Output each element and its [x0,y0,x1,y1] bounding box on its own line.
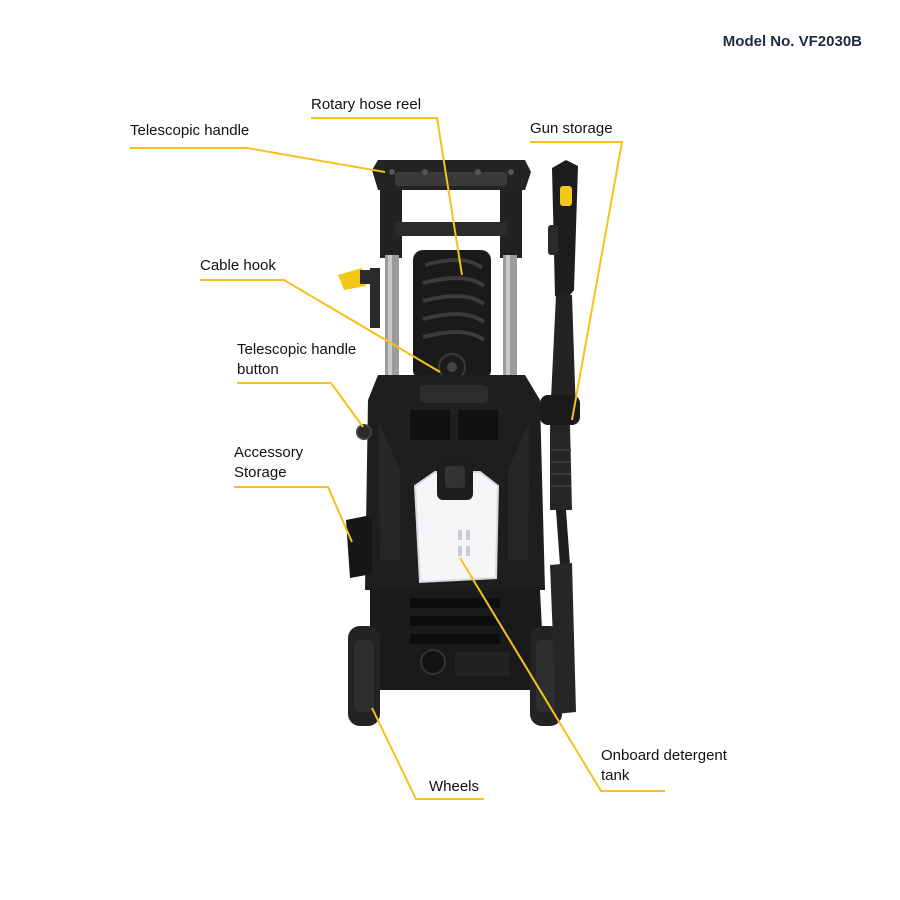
line-telescopic-handle [130,147,386,173]
label-wheels: Wheels [429,777,479,797]
line-wheels [371,707,484,800]
label-gun-storage: Gun storage [530,119,613,139]
label-cable-hook: Cable hook [200,256,276,276]
detergent-tank [413,471,500,584]
line-telescopic-handle-button [237,382,364,428]
line-onboard-detergent-tank [459,557,665,792]
line-cable-hook [200,279,441,373]
label-telescopic-handle-button-line-2: button [237,361,279,378]
label-rotary-hose-reel: Rotary hose reel [311,95,421,115]
label-accessory-storage: Accessory Storage [234,443,303,483]
label-telescopic-handle-button-line-1: Telescopic handle [237,341,357,358]
label-onboard-detergent-tank-line-1: Onboard detergent [601,747,727,764]
label-rotary-hose-reel-line-1: Rotary hose reel [311,96,422,113]
reel-crank-handle [338,268,366,290]
gun-trigger-lock [560,186,572,206]
label-accessory-storage-line-2: Storage [234,464,287,481]
handle-button-shape [356,424,372,440]
line-rotary-hose-reel [311,117,463,276]
label-telescopic-handle-button: Telescopic handle button [237,340,356,380]
label-onboard-detergent-tank-line-2: tank [601,767,630,784]
line-gun-storage [530,141,624,421]
label-gun-storage-line-1: Gun storage [530,120,613,137]
model-number: Model No. VF2030B [722,33,862,50]
label-telescopic-handle-line-1: Telescopic handle [130,122,250,139]
label-accessory-storage-line-1: Accessory [234,444,304,461]
line-accessory-storage [234,486,353,543]
label-onboard-detergent-tank: Onboard detergent tank [601,746,727,786]
accessory-storage-box [346,516,372,578]
label-wheels-line-1: Wheels [429,778,480,795]
gun-storage-holder [540,395,580,425]
label-telescopic-handle: Telescopic handle [130,121,249,141]
lance [550,563,576,714]
label-cable-hook-line-1: Cable hook [200,257,276,274]
